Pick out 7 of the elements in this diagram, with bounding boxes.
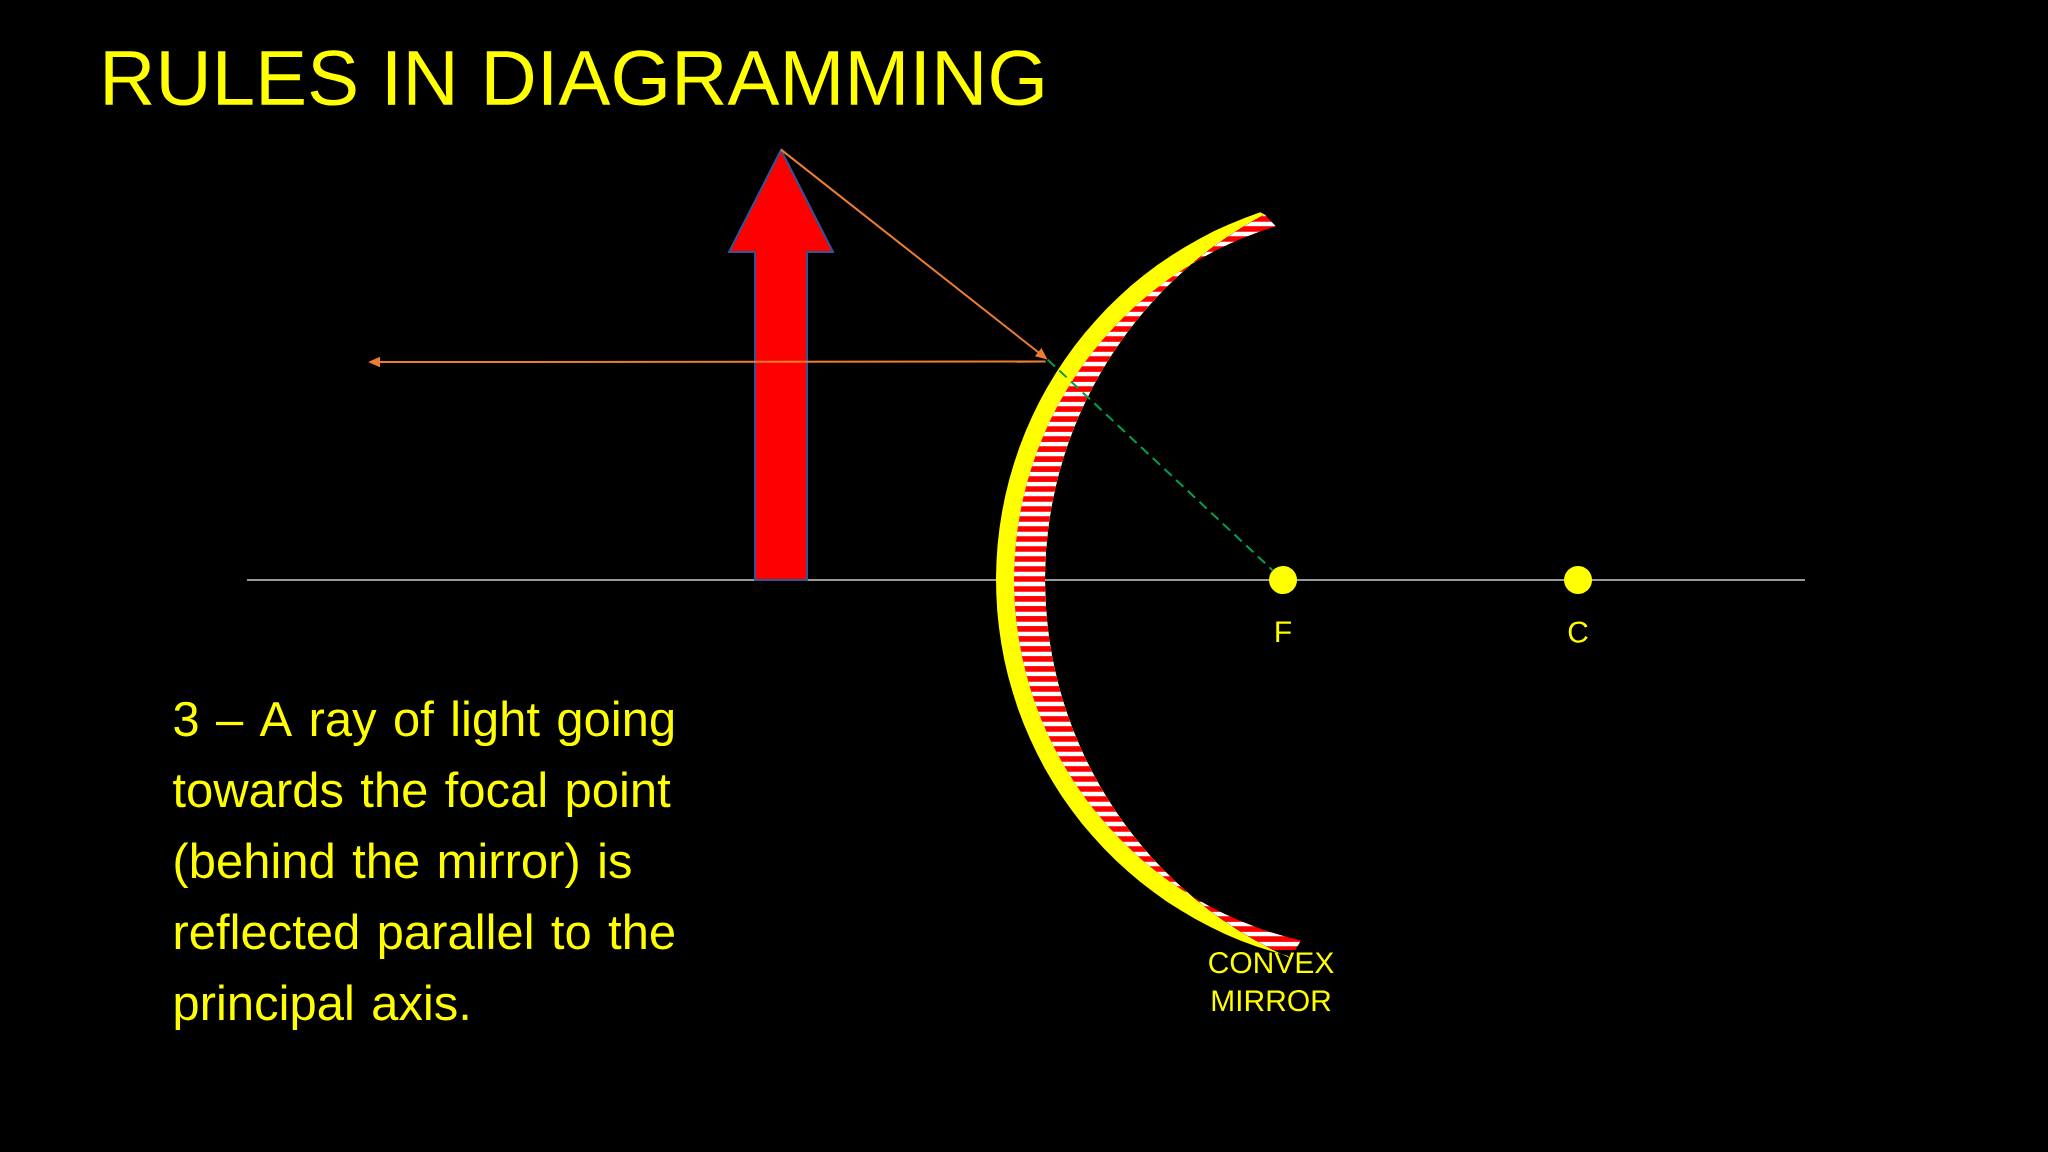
rule-text: 3 – A ray of light going towards the focal point (behind the mirror) is reflected parallel to the principal axis. bbox=[173, 700, 674, 1031]
mirror-label: CONVEX MIRROR bbox=[1209, 952, 1334, 1012]
light-ray bbox=[1046, 358, 1274, 572]
slide-title: RULES IN DIAGRAMMING bbox=[105, 50, 1043, 106]
point-label: C bbox=[1568, 621, 1588, 643]
point-marker bbox=[1564, 566, 1592, 594]
point-label: F bbox=[1276, 621, 1291, 643]
